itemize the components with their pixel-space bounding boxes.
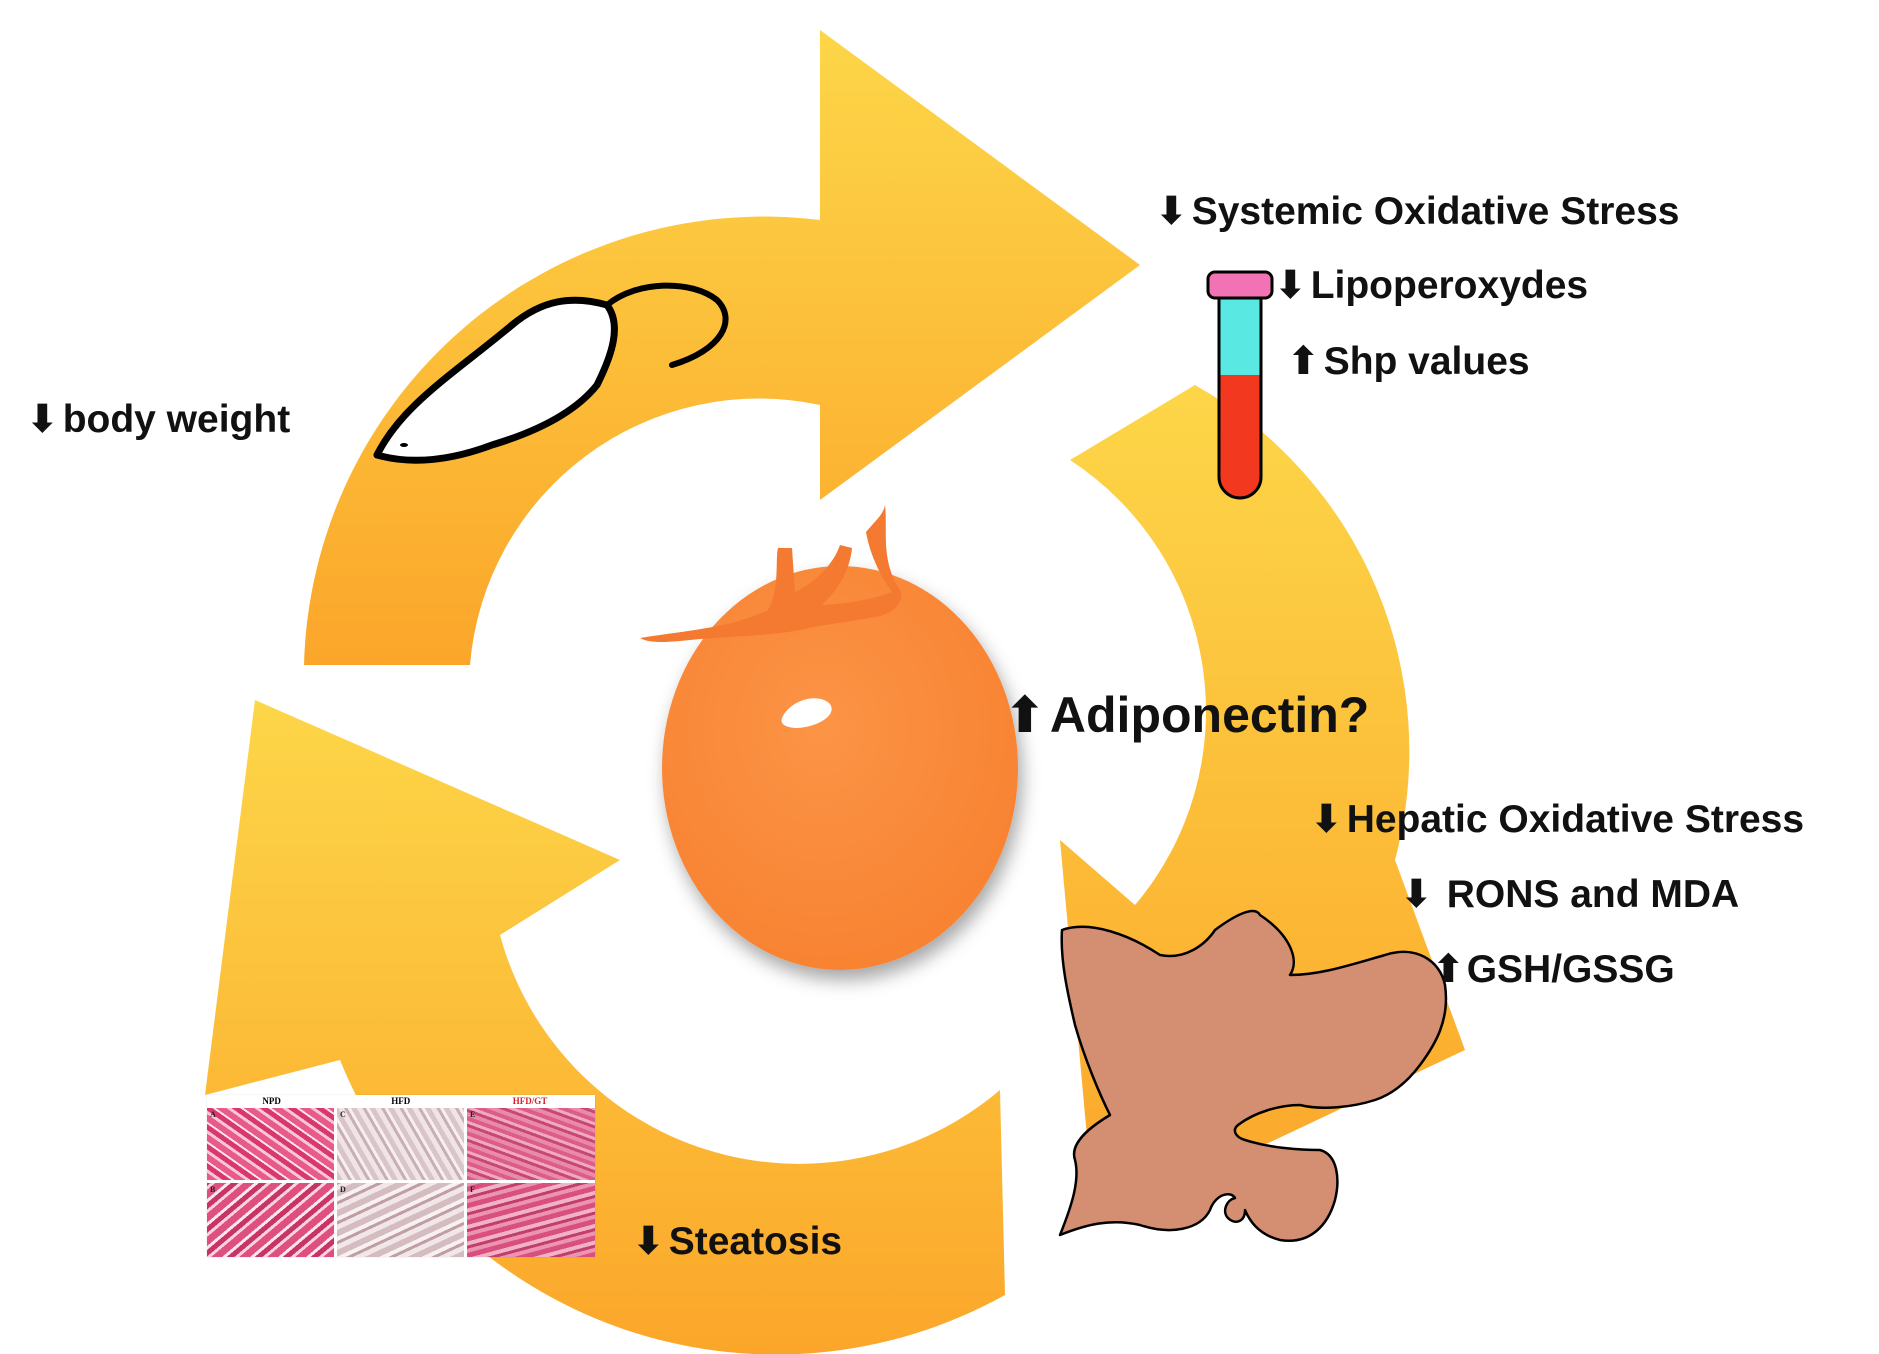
tomato-body bbox=[662, 566, 1018, 970]
histology-tile: F bbox=[467, 1183, 595, 1257]
tube-outline bbox=[1217, 292, 1263, 500]
tomato-spot bbox=[781, 698, 832, 728]
label-text: GSH/GSSG bbox=[1466, 948, 1675, 991]
label-text: Lipoperoxydes bbox=[1310, 264, 1589, 307]
histology-col-npd: NPD bbox=[262, 1096, 281, 1106]
tile-letter: C bbox=[340, 1110, 346, 1119]
down-arrow-icon: ⬇ bbox=[26, 398, 59, 441]
rat-icon bbox=[373, 282, 729, 464]
up-arrow-icon: ⬆ bbox=[1287, 340, 1320, 383]
label-adiponectin: ⬆Adiponectin? bbox=[1004, 690, 1369, 740]
label-rons-mda: ⬇ RONS and MDA bbox=[1400, 875, 1739, 914]
label-gsh-gssg: ⬆GSH/GSSG bbox=[1432, 950, 1675, 989]
label-text: Hepatic Oxidative Stress bbox=[1346, 798, 1805, 841]
tomato-icon bbox=[640, 505, 1018, 970]
cycle-arrow-bottom bbox=[205, 700, 1005, 1354]
rat-body bbox=[373, 296, 618, 464]
tile-letter: F bbox=[470, 1185, 475, 1194]
liver-histology-panel: NPD HFD HFD/GT A C E B D F bbox=[207, 1095, 595, 1257]
label-systemic-oxidative-stress: ⬇Systemic Oxidative Stress bbox=[1155, 192, 1679, 231]
up-arrow-icon: ⬆ bbox=[1432, 948, 1465, 991]
rat-tail bbox=[604, 282, 729, 368]
histology-col-hfd-gt: HFD/GT bbox=[512, 1096, 548, 1106]
label-text: Systemic Oxidative Stress bbox=[1191, 190, 1680, 233]
label-shp-values: ⬆Shp values bbox=[1287, 342, 1530, 381]
down-arrow-icon: ⬇ bbox=[1400, 873, 1433, 916]
tile-letter: B bbox=[210, 1185, 216, 1194]
label-steatosis: ⬇Steatosis bbox=[632, 1222, 842, 1261]
label-body-weight: ⬇body weight bbox=[26, 400, 290, 439]
tube-cap bbox=[1206, 270, 1274, 300]
label-text: body weight bbox=[62, 398, 291, 441]
histology-tile: B bbox=[207, 1183, 334, 1257]
tomato-stem bbox=[640, 505, 902, 642]
tube-blood bbox=[1219, 375, 1261, 498]
label-text: Adiponectin? bbox=[1049, 687, 1370, 743]
label-text: Steatosis bbox=[668, 1220, 843, 1263]
histology-col-hfd: HFD bbox=[391, 1096, 411, 1106]
up-arrow-icon: ⬆ bbox=[1004, 687, 1046, 743]
histology-tile: A bbox=[207, 1108, 334, 1180]
histology-tile: E bbox=[467, 1108, 595, 1180]
down-arrow-icon: ⬇ bbox=[1274, 264, 1307, 307]
down-arrow-icon: ⬇ bbox=[1310, 798, 1343, 841]
tile-letter: D bbox=[340, 1185, 346, 1194]
histology-tile: D bbox=[337, 1183, 464, 1257]
liver-icon bbox=[1058, 909, 1448, 1243]
cycle-arrow-top bbox=[304, 30, 1140, 665]
cycle-arrow-top-band bbox=[304, 30, 1140, 665]
rat-eye bbox=[400, 443, 408, 447]
label-text: Shp values bbox=[1323, 340, 1530, 383]
histology-tile: C bbox=[337, 1108, 464, 1180]
down-arrow-icon: ⬇ bbox=[632, 1220, 665, 1263]
liver-shape bbox=[1058, 909, 1448, 1243]
label-hepatic-oxidative-stress: ⬇Hepatic Oxidative Stress bbox=[1310, 800, 1804, 839]
tile-letter: E bbox=[470, 1110, 476, 1119]
cycle-arrow-bottom-band bbox=[205, 700, 1005, 1354]
label-lipoperoxydes: ⬇Lipoperoxydes bbox=[1274, 266, 1588, 305]
down-arrow-icon: ⬇ bbox=[1155, 190, 1188, 233]
blood-tube-icon bbox=[1206, 270, 1274, 500]
label-text: RONS and MDA bbox=[1446, 873, 1740, 916]
tile-letter: A bbox=[210, 1110, 216, 1119]
tube-serum bbox=[1219, 295, 1261, 375]
